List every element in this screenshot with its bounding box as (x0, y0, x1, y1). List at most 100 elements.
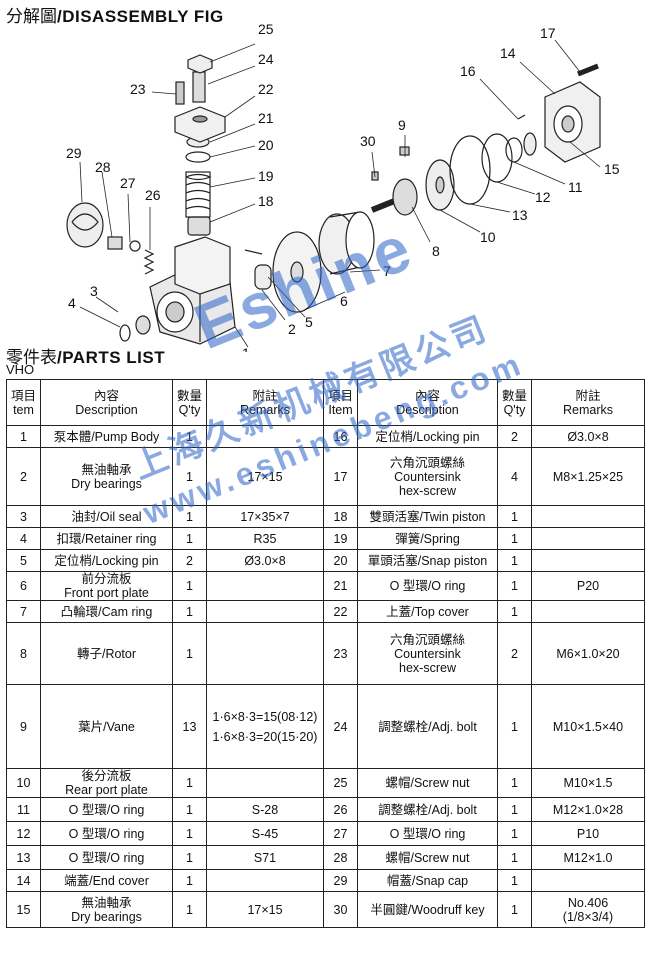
callout-15: 15 (604, 161, 620, 177)
qty-cell: 1 (172, 869, 207, 892)
item-cell: 16 (323, 425, 358, 448)
item-cell: 14 (6, 869, 41, 892)
callout-30: 30 (360, 133, 376, 149)
remarks-cell: M12×1.0×28 (531, 797, 645, 822)
end-cover (544, 63, 601, 163)
qty-cell: 1 (172, 447, 207, 506)
callout-24: 24 (258, 51, 274, 67)
callout-25: 25 (258, 22, 274, 37)
item-cell: 23 (323, 622, 358, 685)
qty-cell: 13 (172, 684, 207, 769)
item-cell: 17 (323, 447, 358, 506)
description-cell: 泵本體/Pump Body (40, 425, 173, 448)
description-cell: 上蓋/Top cover (357, 600, 498, 623)
description-cell: 調整螺栓/Adj. bolt (357, 797, 498, 822)
item-cell: 12 (6, 821, 41, 846)
fig-title-zh: 分解圖 (6, 7, 57, 26)
callout-6: 6 (340, 293, 348, 309)
rotor-shaft (370, 146, 418, 216)
description-cell: O 型環/O ring (40, 821, 173, 846)
qty-cell: 1 (172, 768, 207, 798)
callout-11: 11 (568, 179, 583, 195)
qty-cell: 1 (497, 891, 532, 928)
exploded-view-diagram: 25 24 23 22 21 20 19 18 29 28 27 26 3 4 … (66, 22, 620, 352)
qty-cell: 2 (497, 425, 532, 448)
callout-16: 16 (460, 63, 476, 79)
parts-list-title: 零件表/PARTS LIST (6, 343, 165, 368)
item-cell: 30 (323, 891, 358, 928)
leader-lines (79, 39, 601, 348)
fig-title-en: /DISASSEMBLY FIG (57, 7, 224, 26)
plates-and-rings (272, 211, 375, 313)
remarks-cell: S-45 (206, 821, 324, 846)
remarks-cell: 17×15 (206, 891, 324, 928)
remarks-cell (206, 600, 324, 623)
callout-23: 23 (130, 81, 146, 97)
remarks-cell: M12×1.0 (531, 845, 645, 870)
callout-2: 2 (288, 321, 296, 337)
remarks-cell (531, 600, 645, 623)
remarks-cell: S71 (206, 845, 324, 870)
qty-cell: 2 (172, 549, 207, 572)
item-cell: 25 (323, 768, 358, 798)
qty-cell: 1 (497, 821, 532, 846)
item-cell: 13 (6, 845, 41, 870)
description-cell: 端蓋/End cover (40, 869, 173, 892)
remarks-cell (206, 425, 324, 448)
left-small-parts (66, 202, 272, 342)
description-cell: O 型環/O ring (357, 821, 498, 846)
remarks-cell: R35 (206, 527, 324, 550)
remarks-cell: M10×1.5 (531, 768, 645, 798)
item-cell: 22 (323, 600, 358, 623)
remarks-cell: P10 (531, 821, 645, 846)
item-cell: 4 (6, 527, 41, 550)
callout-27: 27 (120, 175, 136, 191)
item-cell: 24 (323, 684, 358, 769)
pump-body-part (149, 236, 236, 345)
parts-title-en: /PARTS LIST (57, 348, 166, 367)
callout-26: 26 (145, 187, 161, 203)
description-cell: 凸輪環/Cam ring (40, 600, 173, 623)
description-cell: 定位梢/Locking pin (40, 549, 173, 572)
callout-13: 13 (512, 207, 528, 223)
remarks-cell (531, 869, 645, 892)
item-cell: 15 (6, 891, 41, 928)
item-cell: 19 (323, 527, 358, 550)
remarks-cell: S-28 (206, 797, 324, 822)
item-cell: 9 (6, 684, 41, 769)
rear-plate-and-orings (425, 114, 537, 211)
remarks-cell: 17×15 (206, 447, 324, 506)
item-cell: 26 (323, 797, 358, 822)
callout-17: 17 (540, 25, 556, 41)
item-cell: 6 (6, 571, 41, 601)
description-cell: 螺帽/Screw nut (357, 768, 498, 798)
remarks-cell (531, 527, 645, 550)
qty-cell: 1 (497, 768, 532, 798)
description-cell: 帽蓋/Snap cap (357, 869, 498, 892)
model-label: VHO (6, 362, 35, 377)
item-cell: 11 (6, 797, 41, 822)
qty-cell: 1 (172, 425, 207, 448)
item-cell: 20 (323, 549, 358, 572)
item-cell: 8 (6, 622, 41, 685)
remarks-cell (206, 768, 324, 798)
description-cell: O 型環/O ring (40, 845, 173, 870)
